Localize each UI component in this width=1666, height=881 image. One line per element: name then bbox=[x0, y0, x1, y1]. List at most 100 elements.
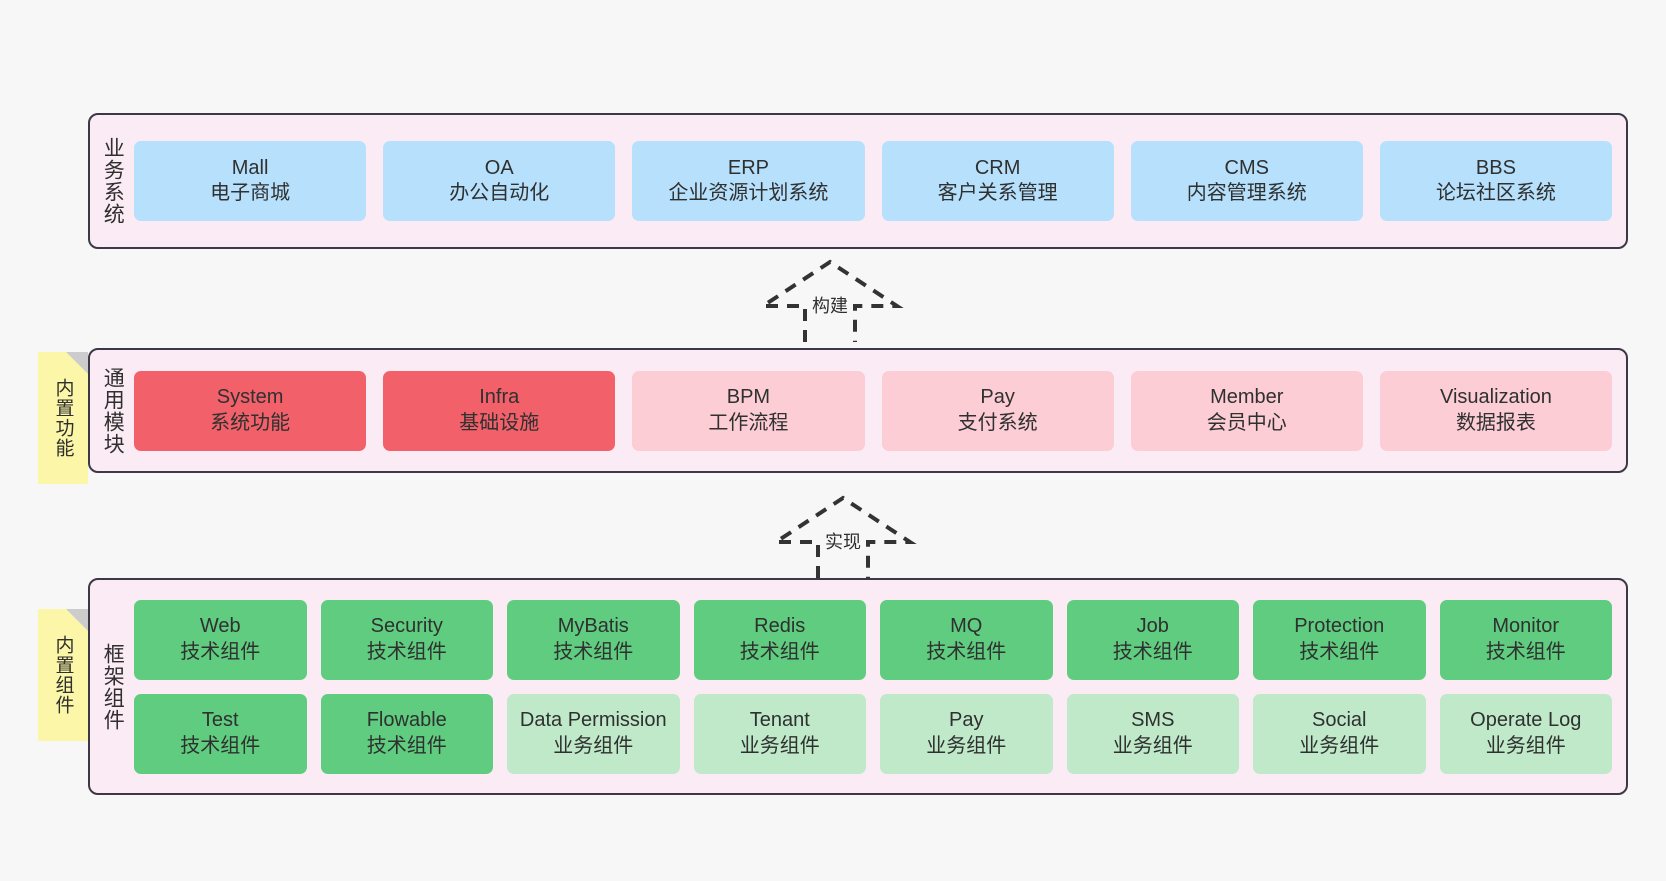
card-bbs[interactable]: BBS 论坛社区系统 bbox=[1379, 141, 1613, 221]
card-flowable[interactable]: Flowable 技术组件 bbox=[320, 693, 493, 774]
layer-framework-body: Web 技术组件 Security 技术组件 MyBatis 技术组件 Redi… bbox=[134, 580, 1626, 793]
framework-card-row-2: Test 技术组件 Flowable 技术组件 Data Permission … bbox=[134, 693, 1612, 774]
layer-module-label: 通用模块 bbox=[101, 366, 125, 455]
card-subtitle: 技术组件 bbox=[366, 734, 447, 757]
card-title: Job bbox=[1136, 615, 1169, 638]
card-title: Redis bbox=[754, 615, 806, 638]
card-infra[interactable]: Infra 基础设施 bbox=[383, 370, 616, 451]
module-card-row: System 系统功能 Infra 基础设施 BPM 工作流程 Pay 支付系统… bbox=[134, 370, 1613, 451]
card-tenant[interactable]: Tenant 业务组件 bbox=[693, 693, 866, 774]
card-subtitle: 办公自动化 bbox=[449, 182, 550, 204]
card-pay-component[interactable]: Pay 业务组件 bbox=[880, 693, 1053, 774]
card-subtitle: 技术组件 bbox=[553, 640, 634, 663]
card-subtitle: 技术组件 bbox=[926, 640, 1007, 663]
card-title: Infra bbox=[479, 386, 520, 409]
card-title: CRM bbox=[974, 156, 1021, 179]
card-data-permission[interactable]: Data Permission 业务组件 bbox=[507, 693, 680, 774]
card-subtitle: 业务组件 bbox=[1485, 734, 1566, 757]
card-title: Visualization bbox=[1439, 386, 1552, 409]
framework-card-row-1: Web 技术组件 Security 技术组件 MyBatis 技术组件 Redi… bbox=[134, 599, 1612, 680]
arrow-build: 构建 bbox=[755, 258, 905, 342]
card-title: Test bbox=[201, 709, 239, 732]
card-subtitle: 业务组件 bbox=[739, 734, 820, 757]
card-social[interactable]: Social 业务组件 bbox=[1253, 693, 1426, 774]
card-title: CMS bbox=[1224, 156, 1269, 179]
card-visualization[interactable]: Visualization 数据报表 bbox=[1379, 370, 1613, 451]
card-subtitle: 会员中心 bbox=[1206, 411, 1287, 434]
card-mq[interactable]: MQ 技术组件 bbox=[880, 599, 1053, 680]
card-subtitle: 工作流程 bbox=[708, 411, 789, 434]
card-title: Member bbox=[1210, 386, 1284, 409]
card-subtitle: 基础设施 bbox=[459, 411, 540, 434]
card-title: Pay bbox=[949, 709, 984, 732]
card-title: Social bbox=[1312, 709, 1367, 732]
card-subtitle: 电子商城 bbox=[210, 182, 291, 204]
card-subtitle: 技术组件 bbox=[1112, 640, 1193, 663]
card-title: Mall bbox=[231, 156, 269, 179]
card-title: ERP bbox=[727, 156, 769, 179]
card-security[interactable]: Security 技术组件 bbox=[320, 599, 493, 680]
card-subtitle: 业务组件 bbox=[1112, 734, 1193, 757]
note-label: 内置组件 bbox=[52, 635, 74, 715]
card-title: Protection bbox=[1294, 615, 1385, 638]
card-subtitle: 业务组件 bbox=[553, 734, 634, 757]
layer-common-modules: 通用模块 System 系统功能 Infra 基础设施 BPM 工作流程 Pay… bbox=[88, 348, 1628, 473]
business-card-row: Mall 电子商城 OA 办公自动化 ERP 企业资源计划系统 CRM 客户关系… bbox=[134, 141, 1613, 221]
card-title: Tenant bbox=[749, 709, 810, 732]
card-redis[interactable]: Redis 技术组件 bbox=[693, 599, 866, 680]
card-title: OA bbox=[484, 156, 514, 179]
card-job[interactable]: Job 技术组件 bbox=[1066, 599, 1239, 680]
card-erp[interactable]: ERP 企业资源计划系统 bbox=[632, 141, 865, 221]
card-subtitle: 内容管理系统 bbox=[1186, 182, 1307, 204]
card-title: Monitor bbox=[1492, 615, 1560, 638]
card-subtitle: 技术组件 bbox=[739, 640, 820, 663]
layer-business-body: Mall 电子商城 OA 办公自动化 ERP 企业资源计划系统 CRM 客户关系… bbox=[134, 115, 1626, 247]
card-bpm[interactable]: BPM 工作流程 bbox=[632, 370, 865, 451]
note-builtin-features: 内置功能 bbox=[38, 352, 88, 484]
card-protection[interactable]: Protection 技术组件 bbox=[1253, 599, 1426, 680]
card-subtitle: 业务组件 bbox=[926, 734, 1007, 757]
card-title: SMS bbox=[1131, 709, 1175, 732]
card-title: BPM bbox=[726, 386, 771, 409]
card-subtitle: 技术组件 bbox=[1485, 640, 1566, 663]
card-title: Operate Log bbox=[1470, 709, 1582, 732]
card-subtitle: 技术组件 bbox=[180, 640, 261, 663]
card-subtitle: 系统功能 bbox=[210, 411, 291, 434]
card-sms[interactable]: SMS 业务组件 bbox=[1066, 693, 1239, 774]
card-title: Security bbox=[370, 615, 443, 638]
layer-module-body: System 系统功能 Infra 基础设施 BPM 工作流程 Pay 支付系统… bbox=[134, 350, 1626, 471]
layer-business-systems: 业务系统 Mall 电子商城 OA 办公自动化 ERP 企业资源计划系统 CRM… bbox=[88, 113, 1628, 249]
card-system[interactable]: System 系统功能 bbox=[134, 370, 367, 451]
card-monitor[interactable]: Monitor 技术组件 bbox=[1439, 599, 1612, 680]
card-operate-log[interactable]: Operate Log 业务组件 bbox=[1439, 693, 1612, 774]
note-builtin-components: 内置组件 bbox=[38, 609, 88, 741]
card-title: System bbox=[216, 386, 284, 409]
card-title: Pay bbox=[980, 386, 1015, 409]
card-web[interactable]: Web 技术组件 bbox=[134, 599, 307, 680]
card-subtitle: 技术组件 bbox=[366, 640, 447, 663]
layer-framework-components: 框架组件 Web 技术组件 Security 技术组件 MyBatis 技术组件… bbox=[88, 578, 1628, 795]
card-title: Data Permission bbox=[519, 709, 667, 732]
arrow-implement: 实现 bbox=[768, 494, 918, 578]
card-subtitle: 支付系统 bbox=[957, 411, 1038, 434]
card-subtitle: 业务组件 bbox=[1299, 734, 1380, 757]
card-crm[interactable]: CRM 客户关系管理 bbox=[881, 141, 1114, 221]
card-subtitle: 论坛社区系统 bbox=[1435, 182, 1556, 204]
card-title: Web bbox=[199, 615, 241, 638]
card-subtitle: 企业资源计划系统 bbox=[668, 182, 829, 204]
card-subtitle: 技术组件 bbox=[1299, 640, 1380, 663]
note-label: 内置功能 bbox=[52, 378, 74, 458]
card-oa[interactable]: OA 办公自动化 bbox=[383, 141, 616, 221]
card-subtitle: 技术组件 bbox=[180, 734, 261, 757]
card-pay-module[interactable]: Pay 支付系统 bbox=[881, 370, 1114, 451]
card-member[interactable]: Member 会员中心 bbox=[1130, 370, 1363, 451]
card-mall[interactable]: Mall 电子商城 bbox=[134, 141, 367, 221]
card-test[interactable]: Test 技术组件 bbox=[134, 693, 307, 774]
card-mybatis[interactable]: MyBatis 技术组件 bbox=[507, 599, 680, 680]
card-subtitle: 客户关系管理 bbox=[937, 182, 1058, 204]
card-subtitle: 数据报表 bbox=[1455, 411, 1536, 434]
card-title: MQ bbox=[950, 615, 983, 638]
card-title: Flowable bbox=[366, 709, 447, 732]
card-cms[interactable]: CMS 内容管理系统 bbox=[1130, 141, 1363, 221]
